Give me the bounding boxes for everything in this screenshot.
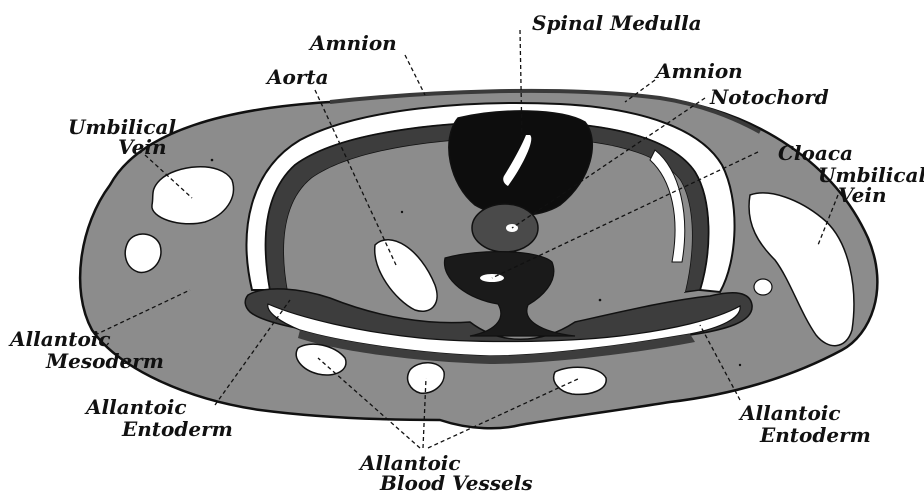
label-allantoic-mesoderm-1: Allantoic — [8, 327, 111, 351]
label-amnion-right: Amnion — [654, 59, 743, 83]
label-cloaca: Cloaca — [778, 141, 853, 165]
left-small-vessel — [125, 234, 161, 272]
label-allantoic-entoderm-left-2: Entoderm — [121, 417, 233, 441]
label-allantoic-entoderm-right-2: Entoderm — [759, 423, 871, 447]
label-allantoic-entoderm-left-1: Allantoic — [84, 395, 187, 419]
label-amnion-top: Amnion — [308, 31, 397, 55]
label-umbilical-vein-right-2: Vein — [838, 183, 887, 207]
label-allantoic-blood-vessels-2: Blood Vessels — [379, 471, 533, 493]
label-aorta: Aorta — [265, 65, 329, 89]
right-small-vessel — [754, 279, 772, 295]
label-notochord: Notochord — [709, 85, 829, 109]
leader-amnion-top — [405, 55, 425, 95]
label-umbilical-vein-left-2: Vein — [118, 135, 167, 159]
allantoic-blood-vessel-3 — [554, 367, 606, 394]
label-allantoic-entoderm-right-1: Allantoic — [738, 401, 841, 425]
label-spinal-medulla: Spinal Medulla — [532, 11, 702, 35]
notochord — [472, 204, 538, 252]
label-allantoic-mesoderm-2: Mesoderm — [45, 349, 164, 373]
